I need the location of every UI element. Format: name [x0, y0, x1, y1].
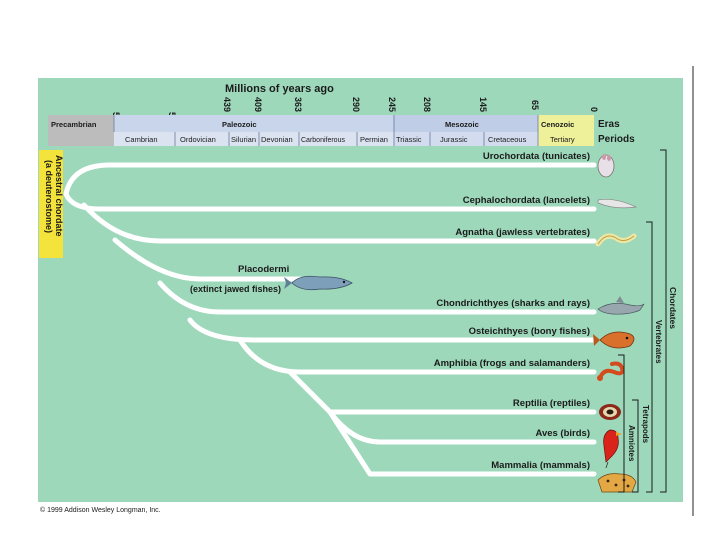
leopard-icon [598, 474, 636, 492]
period-devonian: Devonian [261, 135, 293, 144]
taxon-mammalia: Mammalia (mammals) [491, 460, 590, 471]
ancestor-box: Ancestral chordate (a deuterostome) [39, 150, 64, 258]
taxon-osteichthyes: Osteichthyes (bony fishes) [469, 326, 590, 337]
placodermi-name: Placodermi [238, 264, 289, 275]
periods-label: Periods [598, 134, 635, 145]
year-tick: 0 [589, 107, 599, 112]
timescale-title: Millions of years ago [225, 83, 334, 95]
era-mesozoic: Mesozoic [445, 120, 479, 129]
snake-icon [599, 404, 621, 420]
year-tick: 290 [351, 97, 361, 112]
taxon-chondrichthyes: Chondrichthyes (sharks and rays) [436, 298, 590, 309]
period-cambrian: Cambrian [125, 135, 158, 144]
year-tick: 145 [478, 97, 488, 112]
taxon-reptilia: Reptilia (reptiles) [513, 398, 590, 409]
ancestor-label-line1: Ancestral chordate [54, 155, 64, 237]
year-tick: 409 [253, 97, 263, 112]
year-tick: 208 [422, 97, 432, 112]
period-band: Cambrian Ordovician Silurian Devonian Ca… [48, 132, 594, 146]
taxon-agnatha: Agnatha (jawless vertebrates) [455, 227, 590, 238]
group-chordates: Chordates [668, 287, 678, 329]
period-cretaceous: Cretaceous [488, 135, 527, 144]
period-ordovician: Ordovician [180, 135, 216, 144]
taxon-amphibia: Amphibia (frogs and salamanders) [434, 358, 590, 369]
year-tick: 363 [293, 97, 303, 112]
era-band: Precambrian Paleozoic Mesozoic Cenozoic [48, 115, 594, 132]
era-paleozoic: Paleozoic [222, 120, 257, 129]
period-triassic: Triassic [396, 135, 422, 144]
period-jurassic: Jurassic [440, 135, 468, 144]
eras-label: Eras [598, 119, 620, 130]
era-cenozoic: Cenozoic [541, 120, 574, 129]
copyright: © 1999 Addison Wesley Longman, Inc. [40, 506, 161, 514]
year-tick: 439 [222, 97, 232, 112]
year-tick: 65 [530, 100, 540, 110]
placodermi-note: (extinct jawed fishes) [190, 284, 281, 294]
taxon-aves: Aves (birds) [535, 428, 590, 439]
period-carboniferous: Carboniferous [301, 137, 345, 144]
period-permian: Permian [360, 135, 388, 144]
group-amniotes: Amniotes [627, 425, 636, 462]
era-precambrian: Precambrian [51, 120, 97, 129]
ancestor-label-line2: (a deuterostome) [44, 160, 54, 233]
period-tertiary: Tertiary [550, 135, 575, 144]
group-vertebrates: Vertebrates [654, 320, 663, 364]
taxon-urochordata: Urochordata (tunicates) [483, 151, 590, 162]
taxon-cephalochordata: Cephalochordata (lancelets) [463, 195, 590, 206]
year-tick: 245 [387, 97, 397, 112]
group-tetrapods: Tetrapods [641, 405, 650, 444]
period-silurian: Silurian [231, 135, 256, 144]
